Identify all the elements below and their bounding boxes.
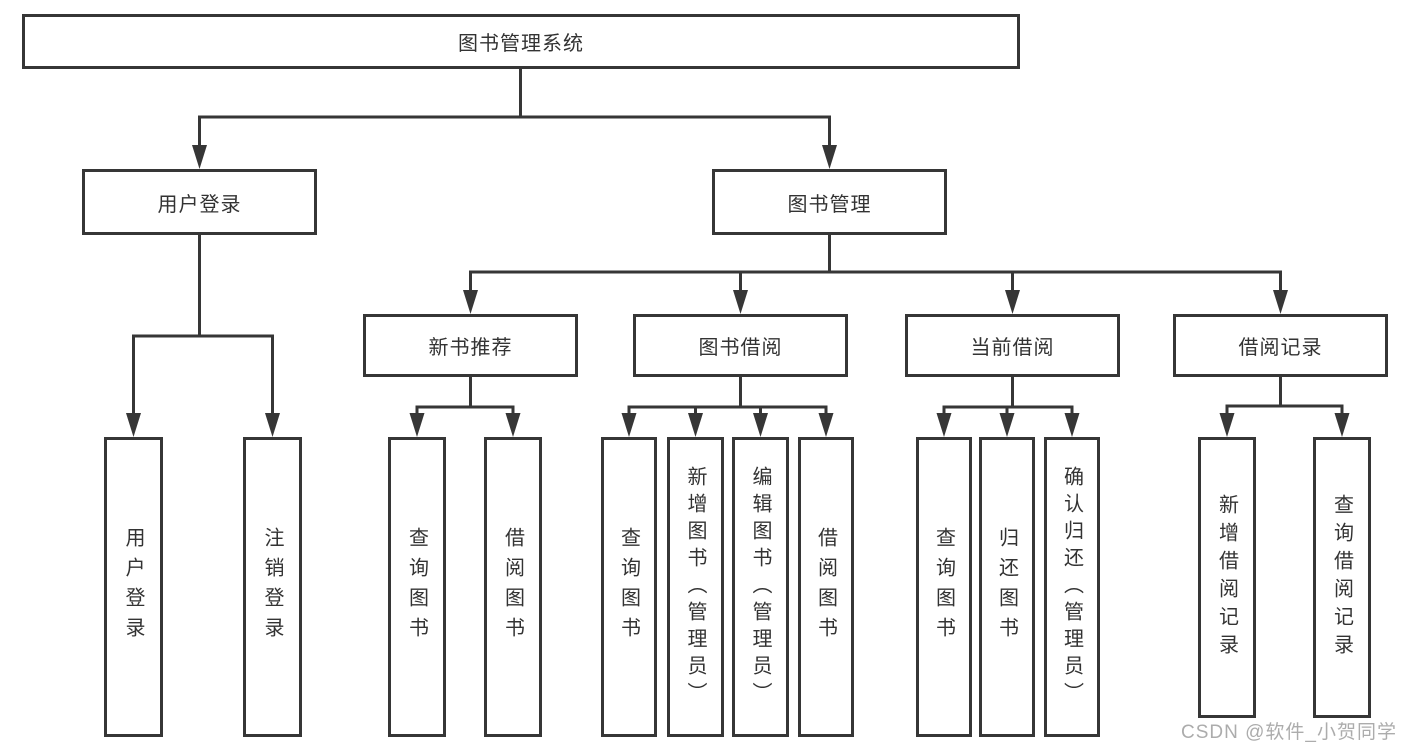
node-library-system: 图书管理系统 (22, 14, 1020, 69)
leaf-user-login: 用户登录 (104, 437, 163, 737)
leaf-borrow-books-recommend: 借阅图书 (484, 437, 542, 737)
leaf-borrow-books-borrowing: 借阅图书 (798, 437, 854, 737)
node-book-borrowing: 图书借阅 (633, 314, 848, 377)
node-new-book-recommendation: 新书推荐 (363, 314, 578, 377)
leaf-add-book-admin: 新增图书（管理员） (667, 437, 724, 737)
leaf-return-book: 归还图书 (979, 437, 1035, 737)
node-borrowing-records: 借阅记录 (1173, 314, 1388, 377)
leaf-query-books-current: 查询图书 (916, 437, 972, 737)
watermark: CSDN @软件_小贺同学 (1181, 722, 1397, 743)
node-user-login: 用户登录 (82, 169, 317, 235)
leaf-logout: 注销登录 (243, 437, 302, 737)
node-current-borrowing: 当前借阅 (905, 314, 1120, 377)
leaf-query-books-recommend: 查询图书 (388, 437, 446, 737)
leaf-confirm-return-admin: 确认归还（管理员） (1044, 437, 1100, 737)
leaf-query-books-borrowing: 查询图书 (601, 437, 657, 737)
leaf-add-borrow-record: 新增借阅记录 (1198, 437, 1256, 718)
node-book-management: 图书管理 (712, 169, 947, 235)
leaf-edit-book-admin: 编辑图书（管理员） (732, 437, 789, 737)
leaf-query-borrow-record: 查询借阅记录 (1313, 437, 1371, 718)
